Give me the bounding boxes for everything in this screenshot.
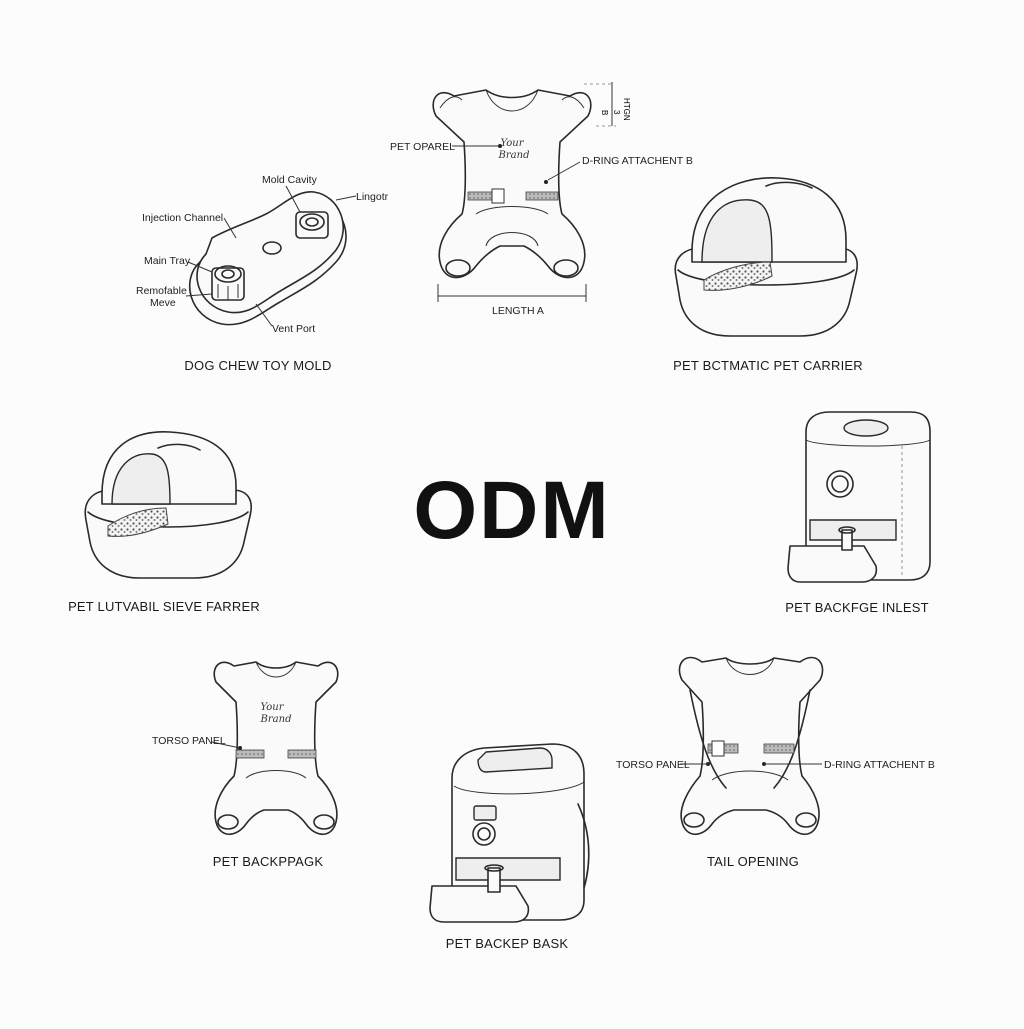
center-title: ODM <box>413 465 610 556</box>
brand-mark-line2: Brand <box>498 150 530 161</box>
caption-pet-backpack: PET BACKPPAGK <box>213 854 324 869</box>
caption-pet-carrier-left: PET LUTVABIL SIEVE FARRER <box>68 599 260 614</box>
label-lingotr: Lingotr <box>356 191 389 203</box>
label-dim-width: HTGN <box>622 98 631 121</box>
caption-pet-feeder-bottom: PET BACKEP BASK <box>446 936 569 951</box>
label-mold-cavity: Mold Cavity <box>262 174 318 186</box>
label-pet-oparel: PET OPAREL <box>390 141 455 153</box>
caption-pet-feeder-right: PET BACKFGE INLEST <box>785 600 929 615</box>
label-vent-port: Vent Port <box>272 323 315 335</box>
caption-dog-chew-toy-mold: DOG CHEW TOY MOLD <box>184 358 331 373</box>
label-d-ring-attachment-right: D-RING ATTACHENT B <box>824 759 935 771</box>
label-torso-panel-right: TORSO PANEL <box>616 759 690 771</box>
pet-carrier-top-right-illustration <box>674 177 858 337</box>
caption-tail-opening: TAIL OPENING <box>707 854 799 869</box>
label-removable-line1: Remofable <box>136 285 187 297</box>
chew-toy-mold-illustration: Mold Cavity Injection Channel Lingotr Ma… <box>136 174 389 335</box>
pet-apparel-bottom-left-illustration: Your Brand TORSO PANEL <box>152 661 339 836</box>
pet-apparel-illustration: Your Brand PET OPAREL D-RING ATTACHENT B… <box>390 82 693 317</box>
brand-mark-line1: Your <box>501 138 525 149</box>
pet-feeder-right-illustration <box>787 411 931 583</box>
pet-harness-bottom-right-illustration: TORSO PANEL D-RING ATTACHENT B <box>616 656 935 836</box>
brand-mark-bl-line1: Your <box>261 702 285 713</box>
label-length-a: LENGTH A <box>492 305 544 317</box>
label-torso-panel-left: TORSO PANEL <box>152 735 226 747</box>
pet-feeder-bottom-illustration <box>429 743 590 923</box>
label-removable-line2: Meve <box>150 297 176 309</box>
label-injection-channel: Injection Channel <box>142 212 223 224</box>
mold-cavity-gear <box>295 211 329 239</box>
removable-gear-insert <box>211 265 245 301</box>
label-main-tray: Main Tray <box>144 255 191 267</box>
label-dim-b: B <box>600 110 609 115</box>
label-d-ring-attachment: D-RING ATTACHENT B <box>582 155 693 167</box>
brand-mark-bl-line2: Brand <box>260 714 292 725</box>
pet-carrier-left-illustration <box>84 431 252 579</box>
caption-pet-carrier-top: PET BCTMATIC PET CARRIER <box>673 358 863 373</box>
label-dim-3: 3 <box>612 110 621 115</box>
